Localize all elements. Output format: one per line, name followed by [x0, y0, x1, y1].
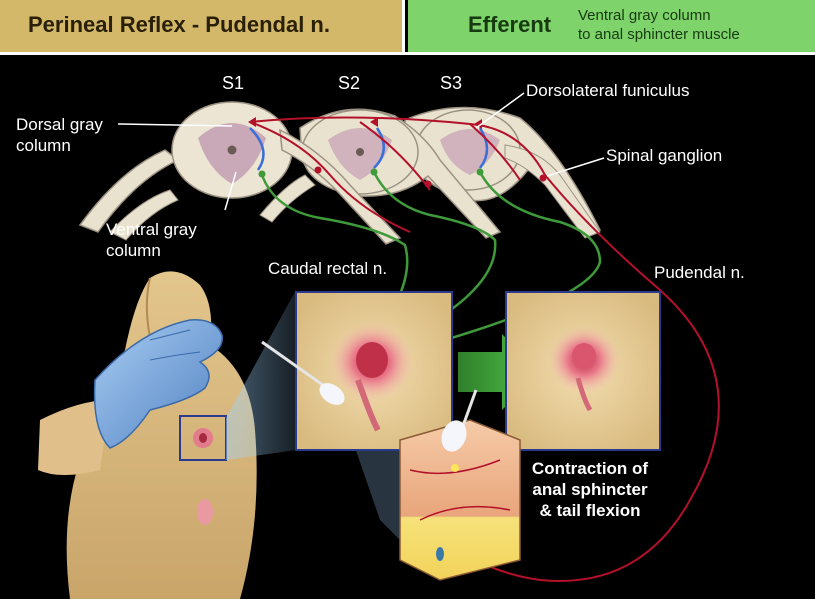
afferent-pathway [249, 116, 720, 582]
interneurons [249, 127, 489, 171]
label-ventral-gray-column: Ventral gray column [106, 219, 197, 261]
label-ventral-gray-line1: Ventral gray [106, 220, 197, 239]
header-title-panel: Perineal Reflex - Pudendal n. [0, 0, 405, 52]
label-contraction-response: Contraction of anal sphincter & tail fle… [520, 458, 660, 521]
response-panel [505, 291, 661, 451]
label-dorsal-gray-column: Dorsal gray column [16, 114, 103, 156]
dorsal-arrowheads [248, 117, 482, 129]
label-dorsolateral-funiculus: Dorsolateral funiculus [526, 81, 690, 100]
header-pathway-panel: Efferent Ventral gray column to anal sph… [408, 0, 815, 52]
label-pudendal-nerve: Pudendal n. [654, 263, 745, 282]
pathway-label: Efferent [468, 12, 552, 37]
magnification-beam [226, 290, 296, 460]
pathway-description-line1: Ventral gray column [578, 7, 711, 24]
label-contraction-line1: Contraction of [531, 459, 649, 478]
motor-neuron-cells [258, 168, 484, 178]
pathway-description-line2: to anal sphincter muscle [578, 26, 740, 43]
segment-label-s3: S3 [440, 73, 463, 93]
label-contraction-line3: & tail flexion [539, 501, 641, 520]
header-divider [0, 52, 815, 55]
label-dorsal-gray-line2: column [16, 136, 71, 155]
segment-label-s1: S1 [222, 73, 245, 93]
label-spinal-ganglion: Spinal ganglion [606, 146, 723, 165]
label-dorsal-gray-line1: Dorsal gray [16, 115, 103, 134]
header-bar: Perineal Reflex - Pudendal n. Efferent V… [0, 0, 815, 52]
diagram-title: Perineal Reflex - Pudendal n. [28, 12, 330, 37]
segment-label-s2: S2 [338, 73, 361, 93]
label-ventral-gray-line2: column [106, 241, 161, 260]
label-caudal-rectal-nerve: Caudal rectal n. [268, 259, 388, 278]
gloved-hand [38, 319, 224, 475]
stimulus-panel [261, 291, 453, 451]
ganglion-cells [314, 166, 547, 188]
label-pointers [117, 92, 605, 211]
label-contraction-line2: anal sphincter [532, 480, 648, 499]
pathway-description: Ventral gray column to anal sphincter mu… [578, 6, 740, 44]
skin-cross-section [399, 389, 521, 581]
